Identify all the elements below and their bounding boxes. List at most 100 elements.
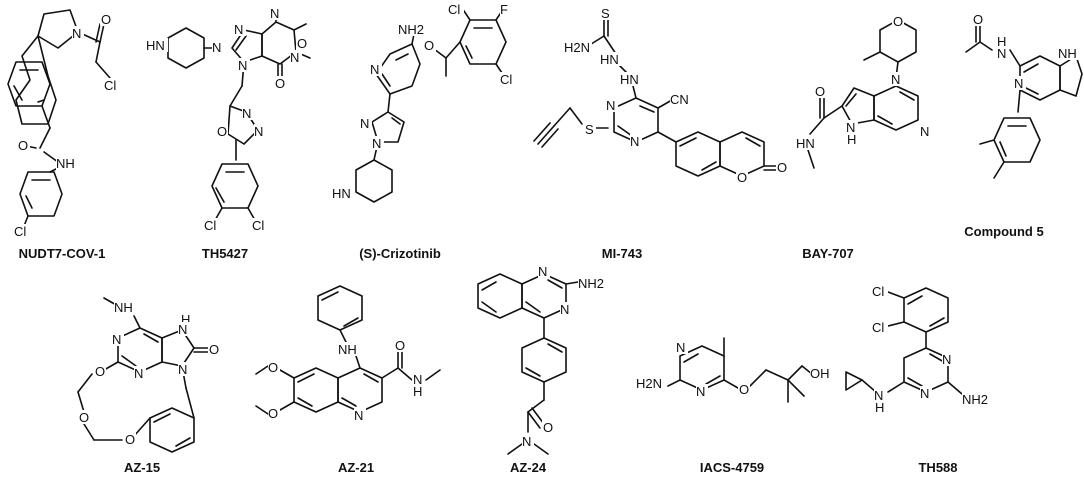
atom-label: N — [370, 62, 379, 77]
atom-label: N — [242, 106, 251, 121]
atom-label: O — [275, 76, 285, 91]
atom-label: N — [522, 434, 531, 449]
atom-label: N — [178, 322, 187, 337]
compound-name-iacs-4759: IACS-4759 — [700, 460, 764, 475]
atom-label: O — [297, 36, 307, 51]
atom-label: O — [79, 410, 89, 425]
atom-labels-bay-707: O N O N H HN N — [796, 14, 932, 151]
atom-label: O — [739, 382, 749, 397]
atom-label: OH — [810, 366, 830, 381]
atom-label: H2N — [564, 40, 590, 55]
atom-label: HN — [332, 186, 351, 201]
atom-label: S — [585, 122, 594, 137]
atom-label: NH2 — [398, 22, 424, 37]
compound-name-mi-743: MI-743 — [602, 246, 642, 261]
compound-name-nudt7-cov-1: NUDT7-COV-1 — [19, 246, 106, 261]
compound-name-th5427: TH5427 — [202, 246, 248, 261]
atom-label: N — [846, 120, 855, 135]
atom-label: CN — [670, 92, 689, 107]
atom-label: F — [500, 2, 508, 17]
atom-labels-az-21: NH O O O N H N — [268, 338, 424, 423]
atom-label: N — [413, 372, 422, 387]
compound-name-az-15: AZ-15 — [124, 460, 160, 475]
atom-labels-mi-743: H2N S HN HN CN N S N O O — [564, 6, 788, 185]
atom-label: Cl — [500, 72, 512, 87]
structure-th5427 — [167, 9, 311, 223]
structure-iacs-4759 — [667, 337, 813, 403]
atom-label: N — [290, 50, 299, 65]
structure-az-21 — [255, 285, 441, 415]
atom-label: N — [112, 332, 121, 347]
compound-name-th588: TH588 — [918, 460, 957, 475]
atom-label: N — [72, 26, 81, 41]
atom-label: Cl — [14, 224, 26, 239]
atom-label: N — [920, 386, 929, 401]
atom-labels-iacs-4759: N H2N N O OH — [636, 340, 830, 399]
atom-label: H2N — [636, 376, 662, 391]
atom-label: HN — [146, 38, 165, 53]
structure-nudt7-cov-1 — [7, 9, 111, 227]
atom-label: O — [737, 170, 747, 185]
atom-label: H — [997, 34, 1006, 49]
compound-name-crizotinib: (S)-Crizotinib — [359, 246, 441, 261]
structure-az-24 — [477, 273, 579, 455]
atom-label: O — [125, 432, 135, 447]
atom-label: O — [395, 338, 405, 353]
atom-label: HN — [620, 72, 639, 87]
atom-label: H — [181, 312, 190, 327]
atom-label: H — [847, 132, 856, 147]
atom-label: O — [95, 364, 105, 379]
atom-label: O — [217, 124, 227, 139]
atom-labels-az-15: NH N H N O O N N O O — [78, 300, 220, 447]
atom-label: N — [696, 384, 705, 399]
structure-th588 — [845, 287, 963, 395]
atom-label: N — [891, 72, 900, 87]
atom-label: NH — [1058, 46, 1077, 61]
atom-label: N — [606, 98, 615, 113]
atom-label: Cl — [448, 2, 460, 17]
atom-label: O — [973, 12, 983, 27]
atom-label: N — [920, 124, 929, 139]
atom-label: O — [893, 14, 903, 29]
atom-label: O — [424, 38, 434, 53]
atom-label: NH2 — [962, 392, 988, 407]
atom-labels-th588: Cl Cl N N N H NH2 — [872, 284, 990, 415]
atom-label: N — [254, 124, 263, 139]
atom-label: N — [134, 366, 143, 381]
atom-label: N — [372, 136, 381, 151]
atom-labels-th5427: N HN N N N N O O N N O Cl Cl — [146, 6, 308, 233]
atom-label: N — [212, 40, 221, 55]
atom-label: N — [538, 264, 547, 279]
atom-labels-az-24: NH2 N N O N — [522, 264, 606, 449]
atom-label: O — [101, 12, 111, 27]
atom-label: NH2 — [578, 276, 604, 291]
atom-label: N — [676, 340, 685, 355]
atom-label: O — [815, 84, 825, 99]
atom-label: Cl — [252, 218, 264, 233]
atom-label: N — [354, 408, 363, 423]
compound-name-az-21: AZ-21 — [338, 460, 374, 475]
compound-name-bay-707: BAY-707 — [802, 246, 854, 261]
atom-labels-compound-5: O H N NH N — [972, 12, 1080, 91]
atom-label: NH — [56, 156, 75, 171]
atom-label: N — [234, 22, 243, 37]
atom-label: N — [360, 116, 369, 131]
atom-label: H — [413, 384, 422, 399]
atom-label: N — [178, 362, 187, 377]
atom-label: O — [543, 420, 553, 435]
atom-label: O — [209, 342, 219, 357]
atom-label: Cl — [872, 284, 884, 299]
compound-name-az-24: AZ-24 — [510, 460, 547, 475]
structure-compound-5 — [965, 25, 1083, 179]
atom-label: N — [997, 46, 1006, 61]
atom-label: O — [18, 138, 28, 153]
atom-label: HN — [600, 52, 619, 67]
atom-label: H — [875, 400, 884, 415]
atom-label: N — [270, 6, 279, 21]
atom-label: N — [630, 134, 639, 149]
atom-label: HN — [796, 136, 815, 151]
atom-label: O — [268, 406, 278, 421]
atom-label: O — [777, 160, 787, 175]
atom-label: N — [1014, 76, 1023, 91]
